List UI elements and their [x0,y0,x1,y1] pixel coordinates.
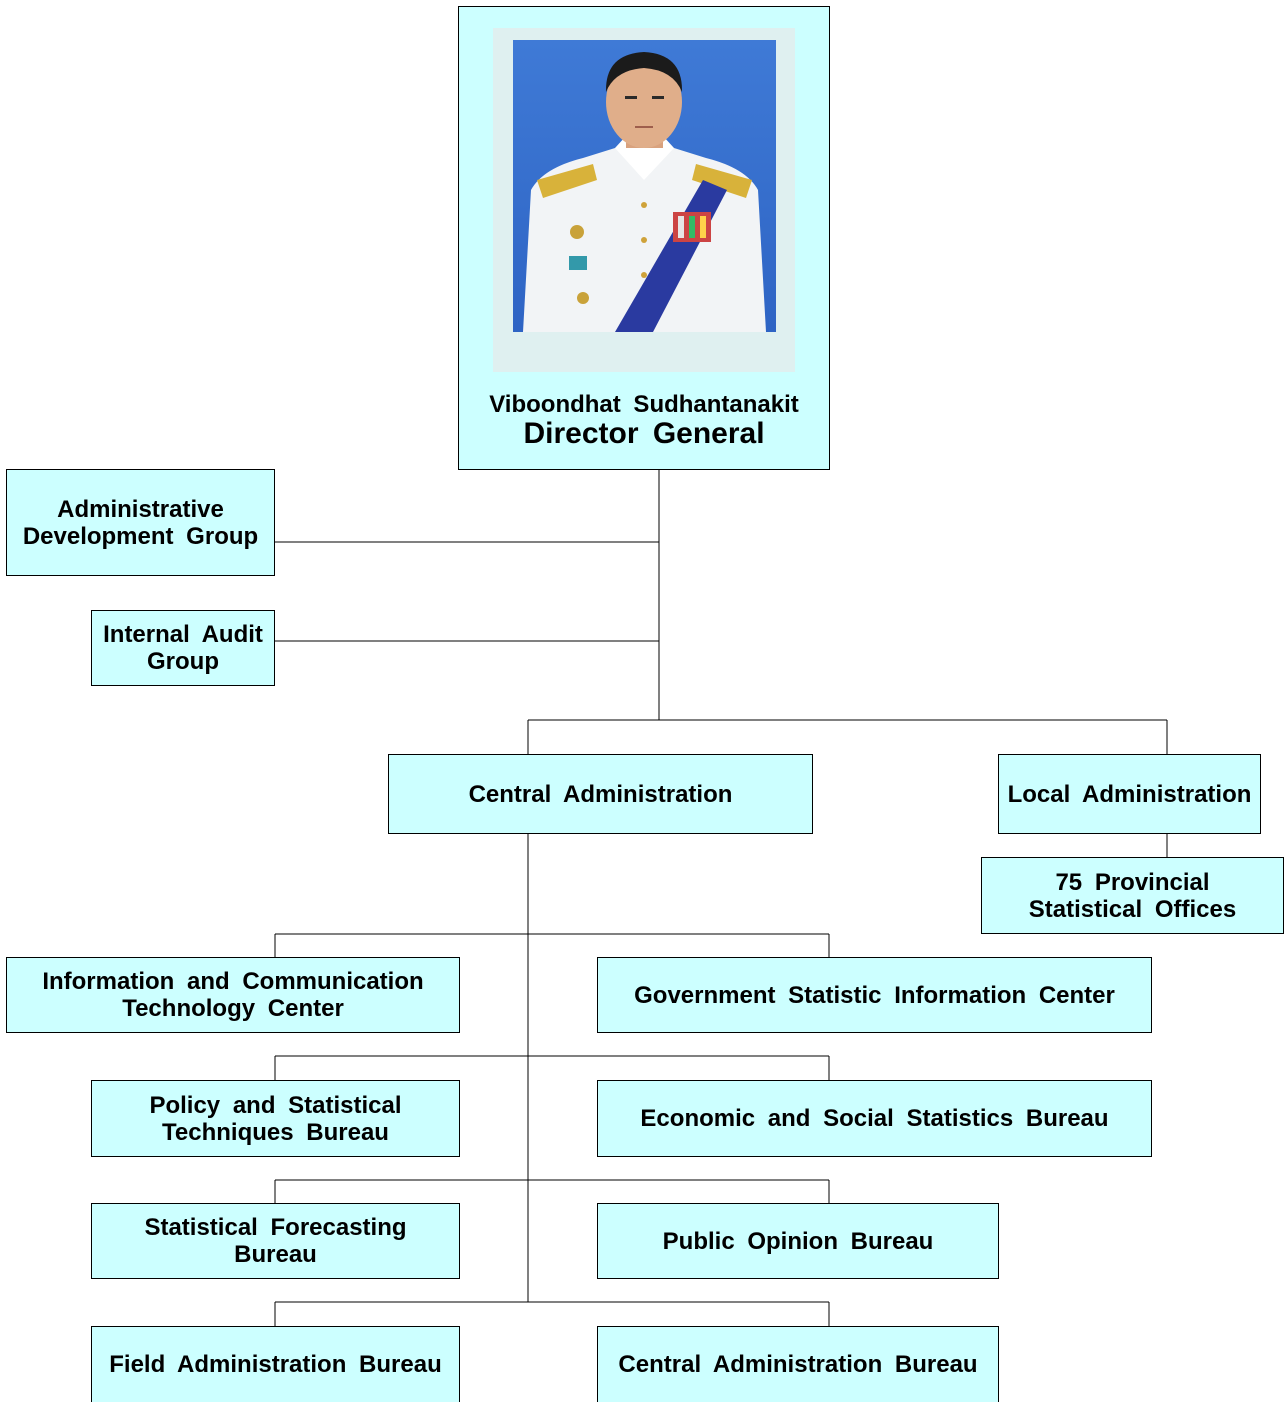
central-administration-bureau-box: Central Administration Bureau [597,1326,999,1402]
ict-center-box: Information and Communication Technology… [6,957,460,1033]
central-administration-box: Central Administration [388,754,813,834]
director-general-box: Viboondhat Sudhantanakit Director Genera… [458,6,830,470]
photo-frame [493,28,795,372]
internal-audit-group-box: Internal Audit Group [91,610,275,686]
administrative-development-group-box: Administrative Development Group [6,469,275,576]
statistical-forecasting-bureau-box: Statistical Forecasting Bureau [91,1203,460,1279]
director-title: Director General [523,417,765,450]
provincial-statistical-offices-box: 75 Provincial Statistical Offices [981,857,1284,934]
local-administration-box: Local Administration [998,754,1261,834]
public-opinion-bureau-box: Public Opinion Bureau [597,1203,999,1279]
policy-statistical-techniques-bureau-box: Policy and Statistical Techniques Bureau [91,1080,460,1157]
government-statistic-information-center-box: Government Statistic Information Center [597,957,1152,1033]
portrait-illustration [523,52,766,332]
director-name: Viboondhat Sudhantanakit [489,391,799,418]
economic-social-statistics-bureau-box: Economic and Social Statistics Bureau [597,1080,1152,1157]
field-administration-bureau-box: Field Administration Bureau [91,1326,460,1402]
director-portrait-photo [513,40,776,332]
